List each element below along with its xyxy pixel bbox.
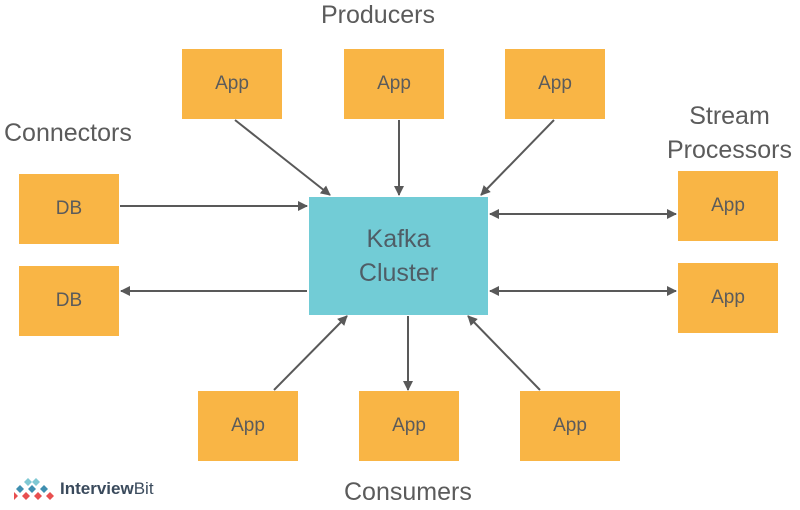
kafka-cluster-line1: Kafka [366,225,431,253]
connector-db-1: DB [19,174,119,244]
consumer-app-2: App [359,391,459,461]
producer-app-1: App [182,49,282,119]
logo-diamonds-icon [14,478,54,500]
arrow-consumer-3 [467,315,541,391]
logo-text: InterviewBit [60,479,154,499]
arrow-producer-1 [234,119,331,196]
stream-app-1: App [678,171,778,241]
logo-text-bold: Interview [60,479,134,498]
heading-producers: Producers [321,1,435,29]
stream-app-2: App [678,263,778,333]
heading-stream-line2: Processors [666,136,793,164]
connector-db-2: DB [19,266,119,336]
arrow-producer-3 [480,119,555,196]
interviewbit-logo: InterviewBit [12,476,154,502]
kafka-cluster: Kafka Cluster [309,197,488,315]
consumer-app-3: App [520,391,620,461]
logo-text-rest: Bit [133,479,154,498]
heading-stream-processors: Stream Processors [662,99,797,167]
kafka-cluster-line2: Cluster [358,259,439,287]
heading-connectors: Connectors [4,119,132,147]
heading-stream-line1: Stream [689,102,770,130]
arrow-consumer-1 [273,315,348,391]
producer-app-3: App [505,49,605,119]
heading-consumers: Consumers [344,478,472,506]
producer-app-2: App [344,49,444,119]
consumer-app-1: App [198,391,298,461]
